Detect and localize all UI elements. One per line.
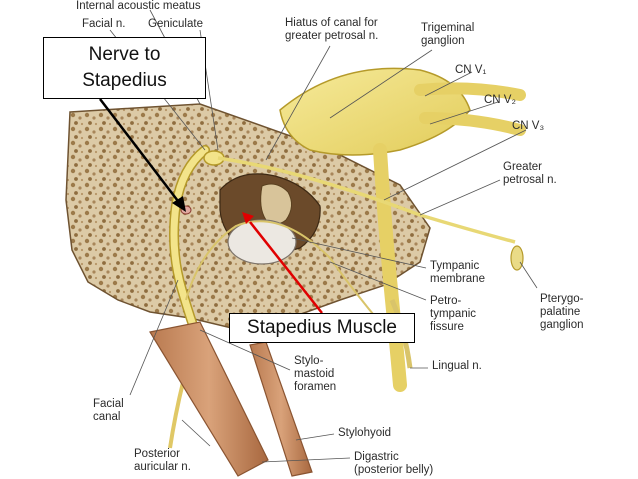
trigeminal-ganglion-shape	[279, 67, 471, 156]
callout-nerve-to-stapedius: Nerve to Stapedius	[43, 37, 206, 99]
tympanic-membrane-shape	[227, 219, 297, 265]
label-cn-v3: CN V₃	[512, 120, 545, 132]
digastric-muscle	[149, 321, 269, 477]
label-cn-v2: CN V₂	[484, 94, 516, 106]
label-posterior-auricular: Posterior auricular n.	[134, 448, 191, 473]
label-stylomastoid-foramen: Stylo- mastoid foramen	[294, 355, 337, 393]
label-greater-petrosal: Greater petrosal n.	[503, 161, 557, 186]
black-arrow-head	[172, 196, 186, 212]
cn-v3-branch	[373, 143, 407, 392]
callout-stapedius-muscle: Stapedius Muscle	[229, 313, 415, 343]
label-lingual-n: Lingual n.	[432, 360, 482, 372]
red-arrow-head	[242, 212, 254, 224]
label-internal-acoustic-meatus: Internal acoustic meatus	[76, 0, 201, 12]
label-petrotympanic-fissure: Petro- tympanic fissure	[430, 295, 477, 333]
label-cn-v1: CN V₁	[455, 64, 487, 76]
greater-petrosal-nerve	[217, 156, 516, 244]
cn-v1-branch	[414, 82, 526, 101]
facial-nerve-core	[170, 146, 209, 349]
label-stylohyoid: Stylohyoid	[338, 427, 392, 439]
label-digastric: Digastric (posterior belly)	[354, 451, 434, 476]
pterygopalatine-ganglion-shape	[510, 245, 524, 271]
label-trigeminal-ganglion: Trigeminal ganglion	[421, 22, 475, 47]
ossicles	[260, 183, 292, 225]
cn-v2-branch	[419, 112, 526, 136]
label-facial-n: Facial n.	[82, 18, 126, 30]
label-geniculate: Geniculate	[148, 18, 203, 30]
red-arrow-line	[249, 221, 323, 314]
stylohyoid-muscle	[249, 341, 313, 477]
label-pterygopalatine-ganglion: Pterygo- palatine ganglion	[540, 293, 584, 331]
label-tympanic-membrane: Tympanic membrane	[430, 260, 485, 285]
label-facial-canal: Facial canal	[93, 398, 124, 423]
black-arrow-line	[99, 98, 182, 206]
label-hiatus: Hiatus of canal for greater petrosal n.	[285, 17, 379, 42]
